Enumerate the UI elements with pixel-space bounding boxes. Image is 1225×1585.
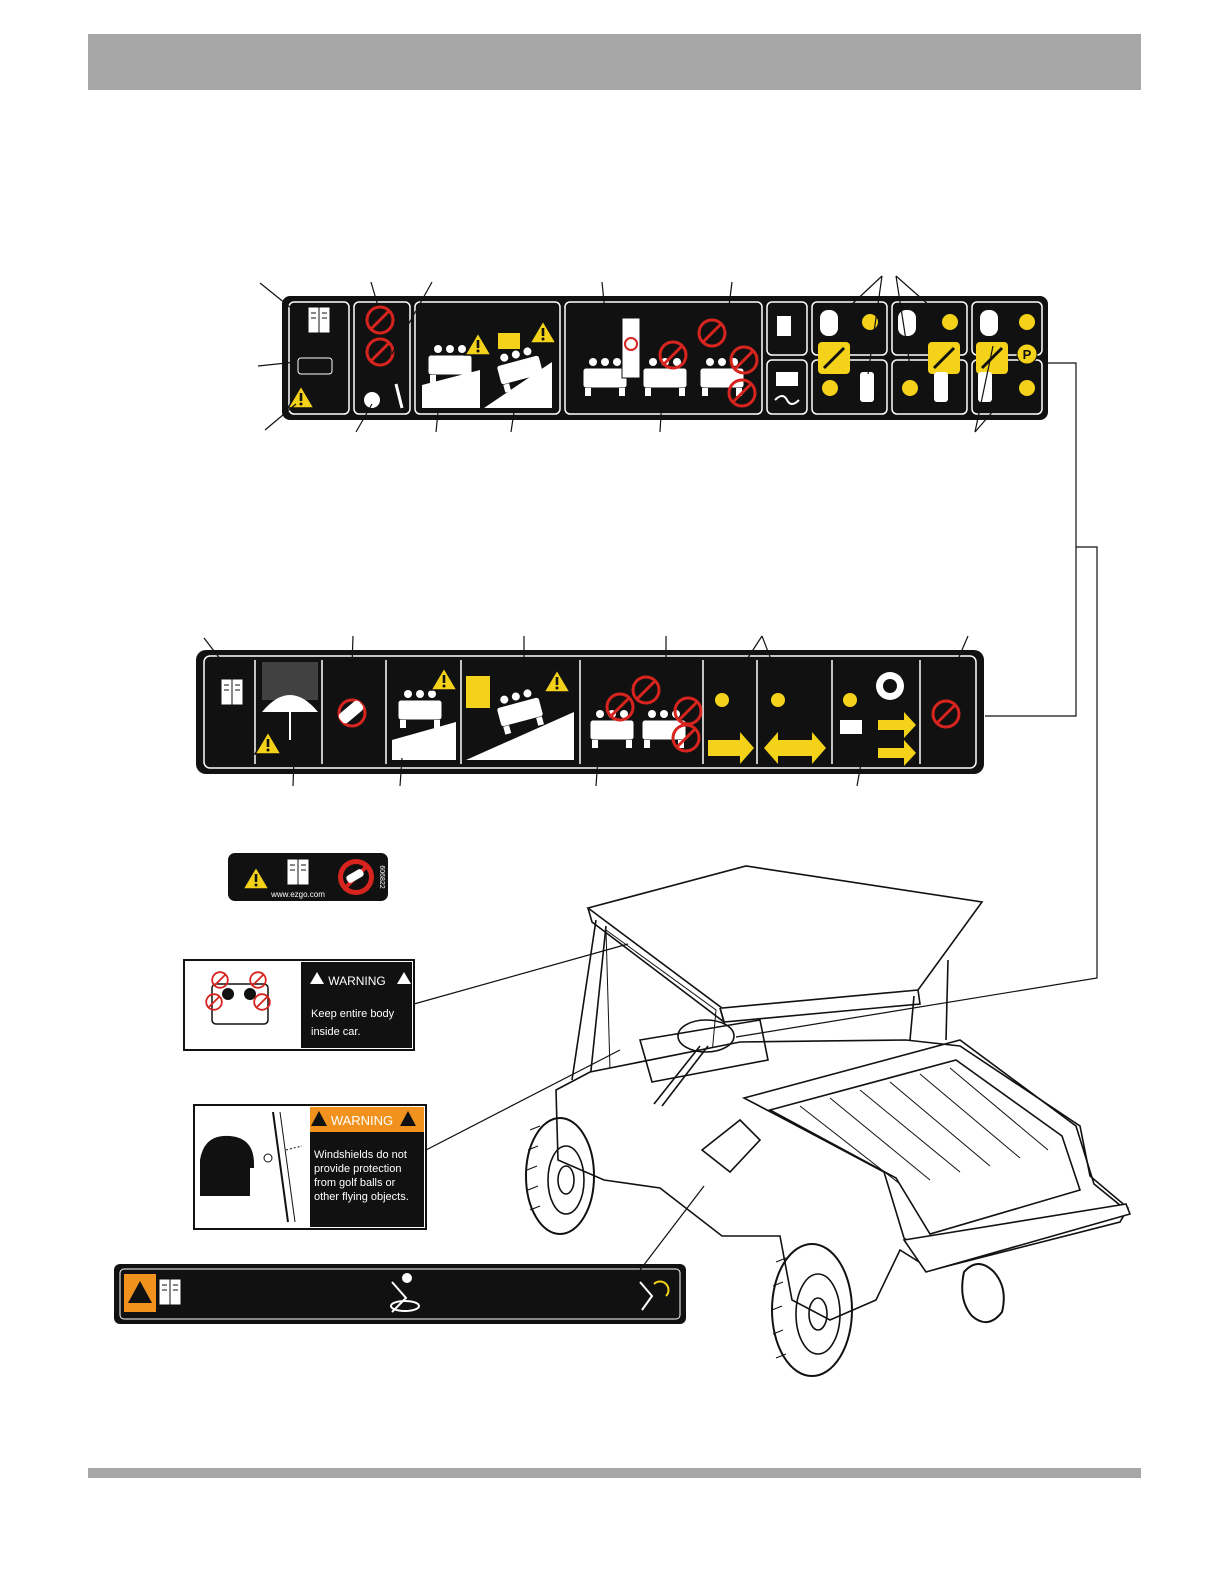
- small-decal-url: www.ezgo.com: [270, 890, 325, 899]
- body-warning-signal-word: WARNING: [328, 974, 386, 988]
- middle-decal-strip: [196, 650, 984, 774]
- body-inside-warning-decal: WARNING Keep entire body inside car.: [184, 960, 414, 1050]
- windshield-warning-decal: WARNING Windshields do not provide prote…: [194, 1105, 426, 1229]
- windshield-warning-signal-word: WARNING: [331, 1113, 393, 1128]
- floor-pedal-decal: [114, 1264, 686, 1324]
- top-decal-strip: P: [282, 296, 1048, 420]
- windshield-warning-line-2: provide protection: [314, 1163, 401, 1175]
- windshield-warning-line-3: from golf balls or: [314, 1177, 396, 1189]
- park-symbol: P: [1023, 347, 1032, 362]
- body-warning-message-line2: inside car.: [311, 1026, 361, 1038]
- windshield-warning-line-4: other flying objects.: [314, 1191, 409, 1203]
- body-warning-message-line1: Keep entire body: [311, 1008, 395, 1020]
- windshield-warning-line-1: Windshields do not: [314, 1149, 407, 1161]
- small-warning-decal: www.ezgo.com 606822: [228, 853, 388, 901]
- small-decal-part-number: 606822: [378, 865, 385, 888]
